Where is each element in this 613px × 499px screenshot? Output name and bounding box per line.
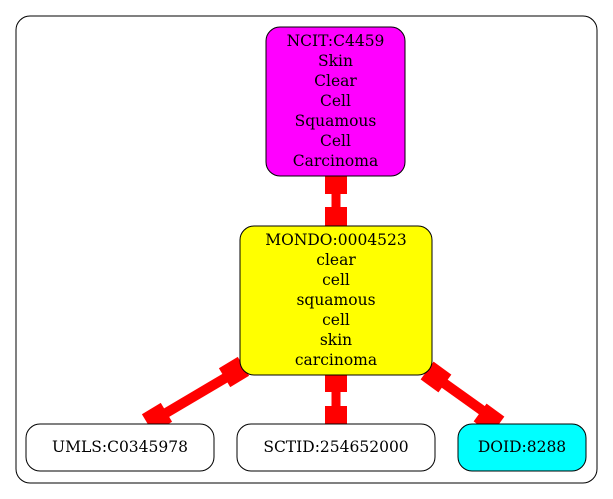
node-label-line: skin (320, 331, 352, 349)
node-label-line: MONDO:0004523 (265, 231, 407, 249)
node-box (25, 423, 215, 472)
node-label-line: cell (322, 311, 350, 329)
edge-end-marker (325, 207, 347, 229)
edge-ncit-mondo (325, 172, 347, 229)
node-label-line: carcinoma (295, 351, 377, 369)
node-label-line: Cell (320, 92, 351, 110)
node-label-line: Carcinoma (293, 152, 378, 170)
node-box (239, 225, 433, 376)
node-label-line: SCTID:254652000 (263, 438, 408, 456)
node-box (265, 26, 406, 177)
node-umls: UMLS:C0345978 (25, 423, 215, 472)
node-label-line: Cell (320, 132, 351, 150)
node-box (457, 423, 587, 472)
nodes: NCIT:C4459SkinClearCellSquamousCellCarci… (25, 26, 587, 472)
node-label-line: Clear (314, 72, 357, 90)
node-label-line: UMLS:C0345978 (52, 438, 188, 456)
node-label-line: Squamous (295, 112, 377, 130)
node-label-line: Skin (318, 52, 353, 70)
node-label-line: cell (322, 271, 350, 289)
node-doid: DOID:8288 (457, 423, 587, 472)
node-box (236, 423, 436, 472)
node-ncit: NCIT:C4459SkinClearCellSquamousCellCarci… (265, 26, 406, 177)
node-label-line: DOID:8288 (478, 438, 566, 456)
node-label-line: squamous (296, 291, 375, 309)
node-sctid: SCTID:254652000 (236, 423, 436, 472)
edge-end-marker (325, 172, 347, 194)
node-mondo: MONDO:0004523 clear cell squamous cell skin ca… (239, 225, 433, 376)
edge-end-marker (325, 406, 347, 428)
node-label-line: clear (316, 251, 356, 269)
node-label-line: NCIT:C4459 (287, 32, 385, 50)
